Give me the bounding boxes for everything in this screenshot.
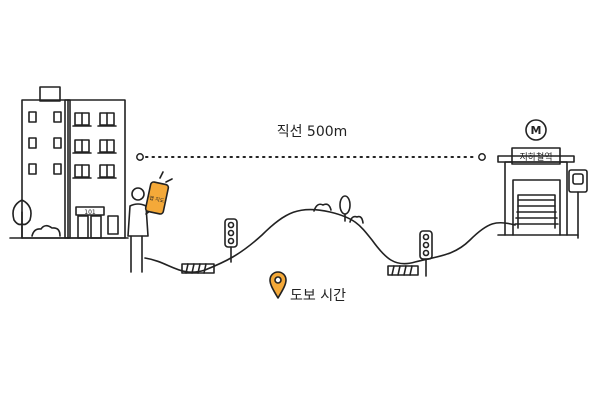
bush-icon <box>31 224 61 237</box>
walking-path <box>144 208 516 273</box>
subway-entrance-icon <box>497 147 579 236</box>
location-pin-icon <box>269 271 287 299</box>
traffic-light-icon <box>224 218 238 263</box>
phone-screen-text: 앱 지도 <box>148 194 165 204</box>
apartment-building-icon <box>21 86 126 239</box>
tree-icon <box>12 199 32 239</box>
station-sign-text: 지하철역 <box>519 152 552 163</box>
person-with-phone-icon <box>127 171 173 273</box>
metro-logo-letter: M <box>531 124 542 137</box>
walk-time-label: 도보 시간 <box>290 288 346 304</box>
bush-icon <box>313 203 364 224</box>
crosswalk-icon <box>387 265 419 276</box>
bus-stop-sign-icon <box>568 169 588 239</box>
metro-logo-icon <box>525 119 547 141</box>
building-door-number: 101 <box>84 209 96 216</box>
traffic-light-icon <box>419 230 433 277</box>
distance-label: 직선 500m <box>277 124 348 140</box>
crosswalk-icon <box>181 263 215 274</box>
tree-icon <box>339 195 351 222</box>
distance-line <box>136 153 486 161</box>
